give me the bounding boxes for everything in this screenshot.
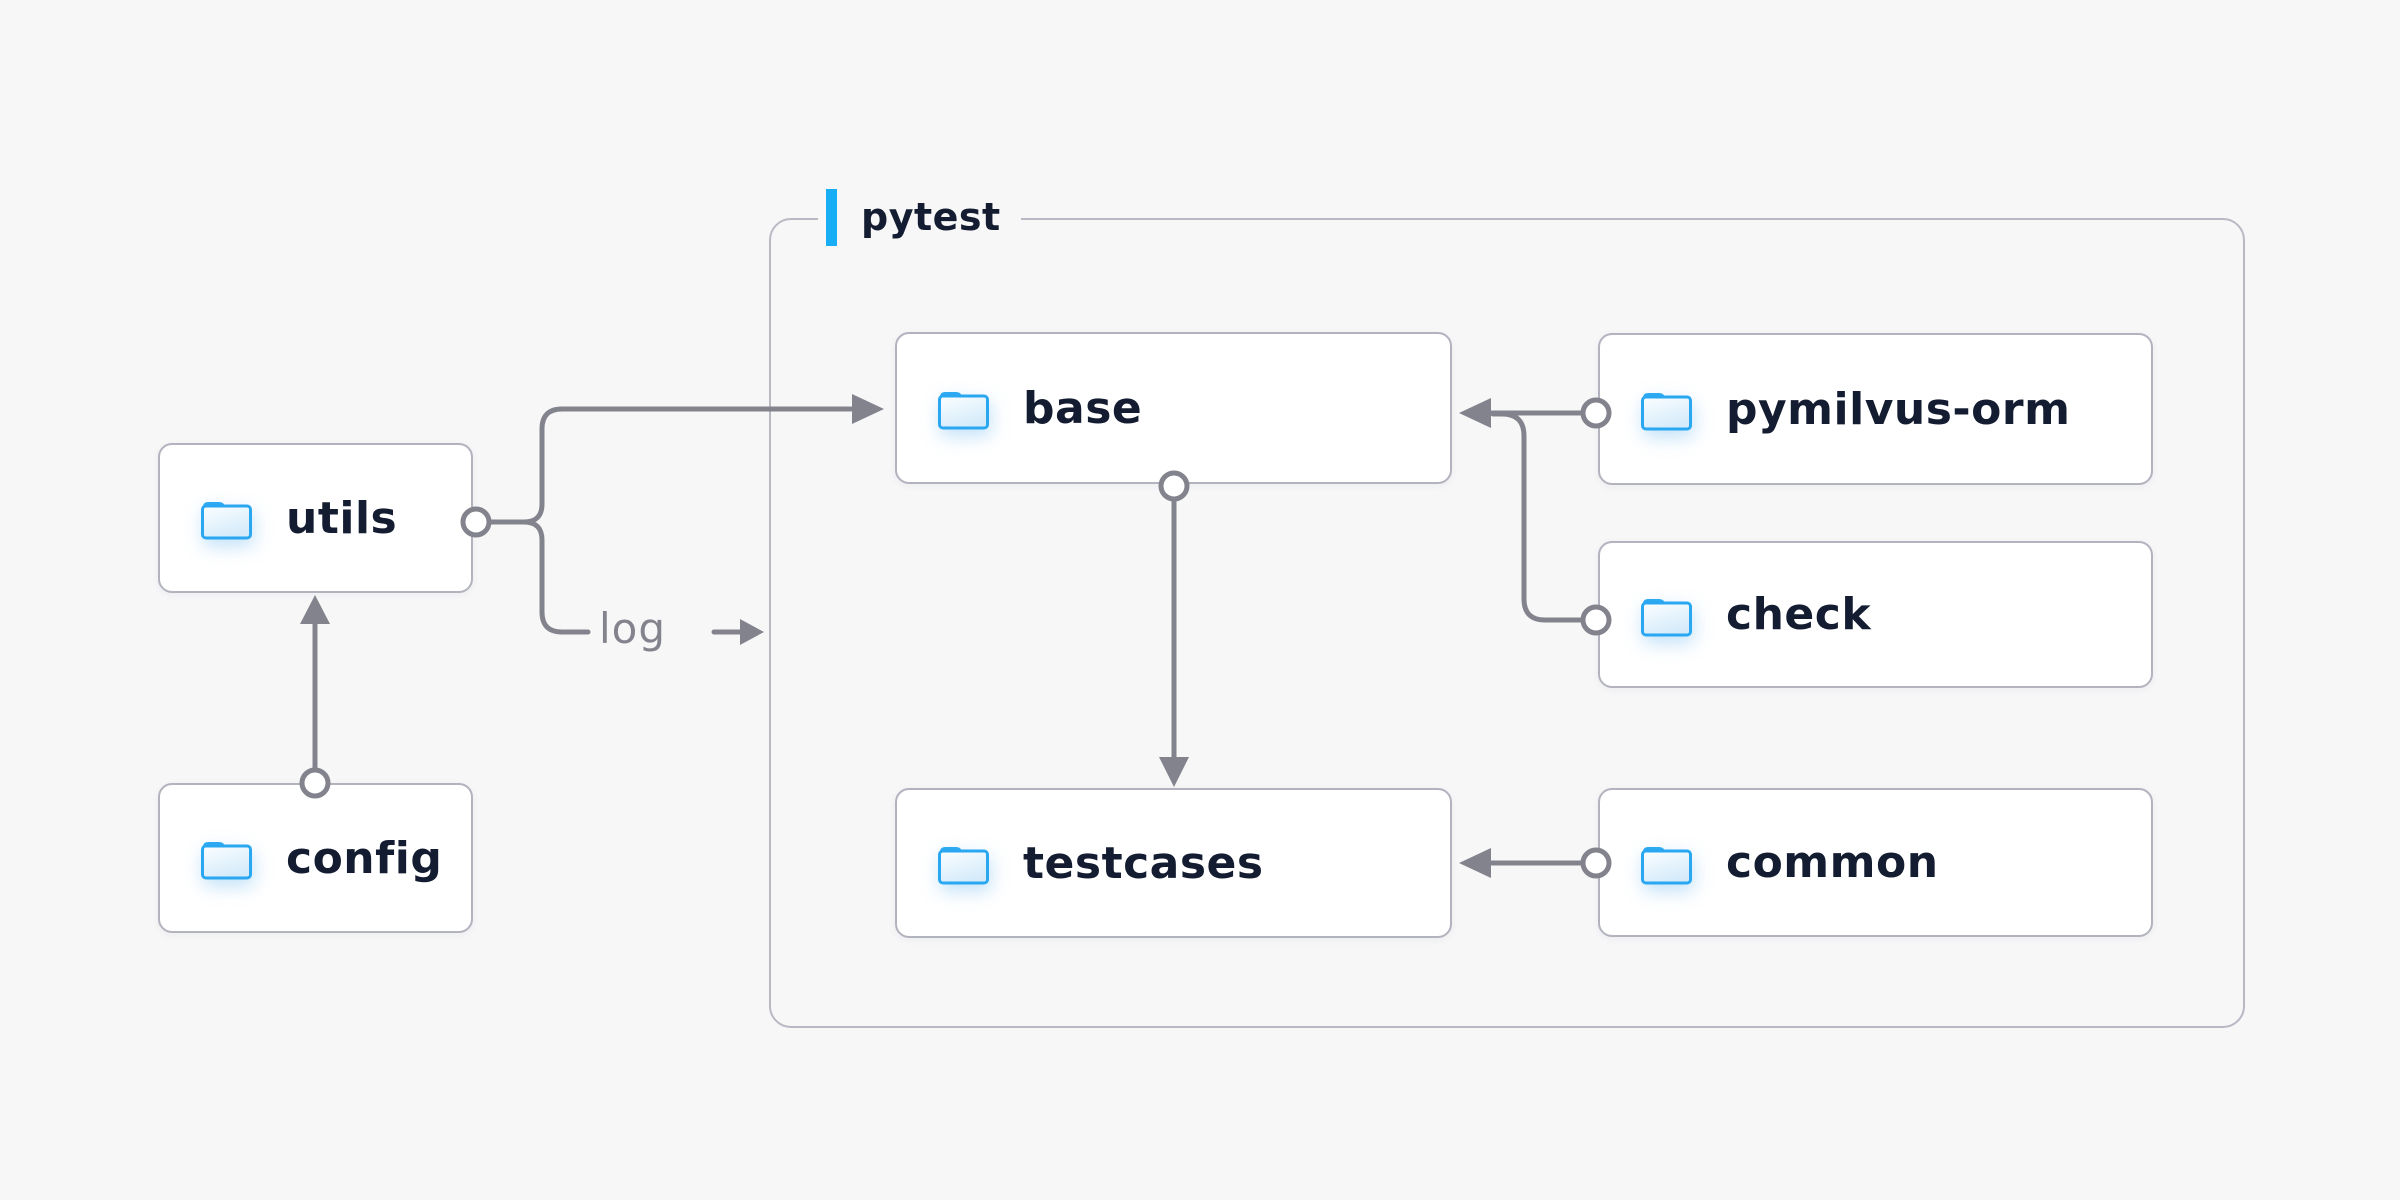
node-testcases: testcases: [895, 788, 1452, 938]
arrowhead-config-to-utils: [300, 595, 330, 624]
edge-label-log: log: [599, 604, 667, 653]
pytest-label-text: pytest: [861, 195, 1001, 239]
node-label: config: [286, 832, 443, 884]
node-check: check: [1598, 541, 2153, 688]
accent-bar: [826, 188, 837, 246]
node-base: base: [895, 332, 1452, 484]
folder-icon: [1638, 840, 1694, 886]
edge-utils-log-branch: [521, 519, 591, 635]
folder-icon: [1638, 592, 1694, 638]
node-common: common: [1598, 788, 2153, 937]
log-arrow-icon: [740, 619, 764, 645]
node-utils: utils: [158, 443, 473, 593]
node-label: base: [1023, 382, 1143, 434]
pytest-container: [769, 218, 2245, 1028]
folder-icon: [198, 835, 254, 881]
node-config: config: [158, 783, 473, 933]
folder-icon: [1638, 386, 1694, 432]
node-label: common: [1726, 837, 1939, 888]
folder-icon: [198, 495, 254, 541]
folder-icon: [935, 385, 991, 431]
pytest-label: pytest: [818, 186, 1021, 248]
folder-icon: [935, 840, 991, 886]
node-label: pymilvus-orm: [1726, 383, 2071, 435]
node-label: check: [1726, 589, 1872, 640]
node-label: testcases: [1023, 837, 1264, 889]
node-label: utils: [286, 492, 398, 544]
node-pymilvus-orm: pymilvus-orm: [1598, 333, 2153, 485]
